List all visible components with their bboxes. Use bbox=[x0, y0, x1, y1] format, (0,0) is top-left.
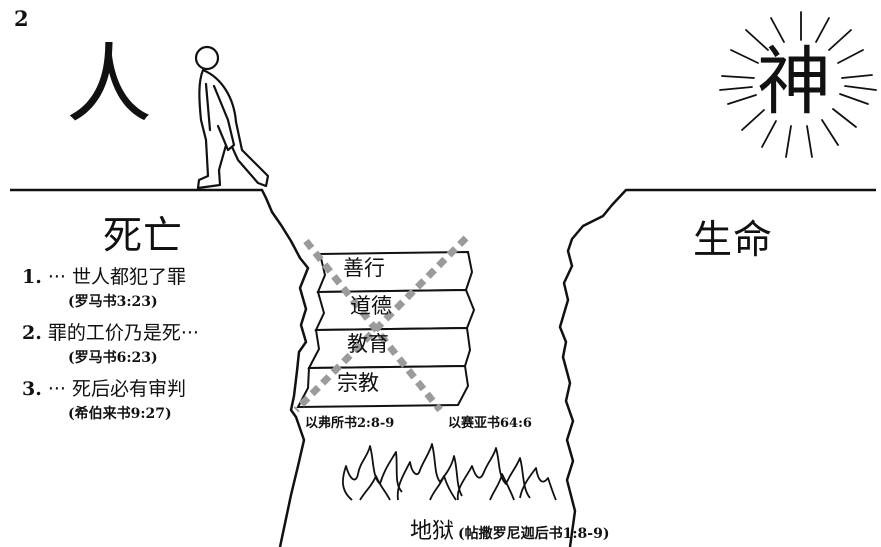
verse-text: 罪的工价乃是死··· bbox=[47, 322, 199, 344]
right-cliff bbox=[558, 188, 876, 547]
verse-reference: (罗马书3:23) bbox=[68, 294, 158, 310]
man-character: 人 bbox=[66, 35, 152, 135]
cross-out-mark bbox=[293, 235, 469, 413]
plank-reference-right: 以赛亚书64:6 bbox=[448, 416, 532, 431]
plank-label: 道德 bbox=[350, 294, 392, 318]
verse-item: 2.罪的工价乃是死··· (罗马书6:23) bbox=[22, 318, 199, 367]
verse-number: 1. bbox=[22, 266, 42, 288]
plank-label: 善行 bbox=[343, 256, 385, 280]
god-character: 神 bbox=[757, 39, 831, 125]
hell-caption: 地狱(帖撒罗尼迦后书1:8-9) bbox=[410, 513, 609, 545]
left-cliff bbox=[10, 188, 310, 547]
walking-man-figure bbox=[194, 45, 270, 190]
hell-flames-icon bbox=[342, 443, 557, 501]
verse-number: 2. bbox=[22, 322, 42, 344]
hell-reference: (帖撒罗尼迦后书1:8-9) bbox=[458, 526, 610, 542]
death-label: 死亡 bbox=[103, 214, 184, 259]
plank-label: 宗教 bbox=[337, 371, 379, 395]
verse-reference: (希伯来书9:27) bbox=[68, 406, 172, 422]
page-number: 2 bbox=[14, 6, 29, 31]
plank-label: 教育 bbox=[347, 332, 389, 356]
verse-item: 3.··· 死后必有审判 (希伯来书9:27) bbox=[22, 374, 199, 423]
verse-text: ··· 死后必有审判 bbox=[47, 378, 187, 400]
verse-list: 1.··· 世人都犯了罪 (罗马书3:23) 2.罪的工价乃是死··· (罗马书… bbox=[22, 262, 199, 430]
plank-reference-left: 以弗所书2:8-9 bbox=[305, 416, 395, 431]
hell-label: 地狱 bbox=[410, 519, 455, 544]
verse-item: 1.··· 世人都犯了罪 (罗马书3:23) bbox=[22, 262, 199, 311]
verse-number: 3. bbox=[22, 378, 42, 400]
life-label: 生命 bbox=[693, 218, 774, 263]
verse-text: ··· 世人都犯了罪 bbox=[47, 266, 187, 288]
sun-rays-icon bbox=[719, 11, 877, 158]
verse-reference: (罗马书6:23) bbox=[68, 350, 158, 366]
